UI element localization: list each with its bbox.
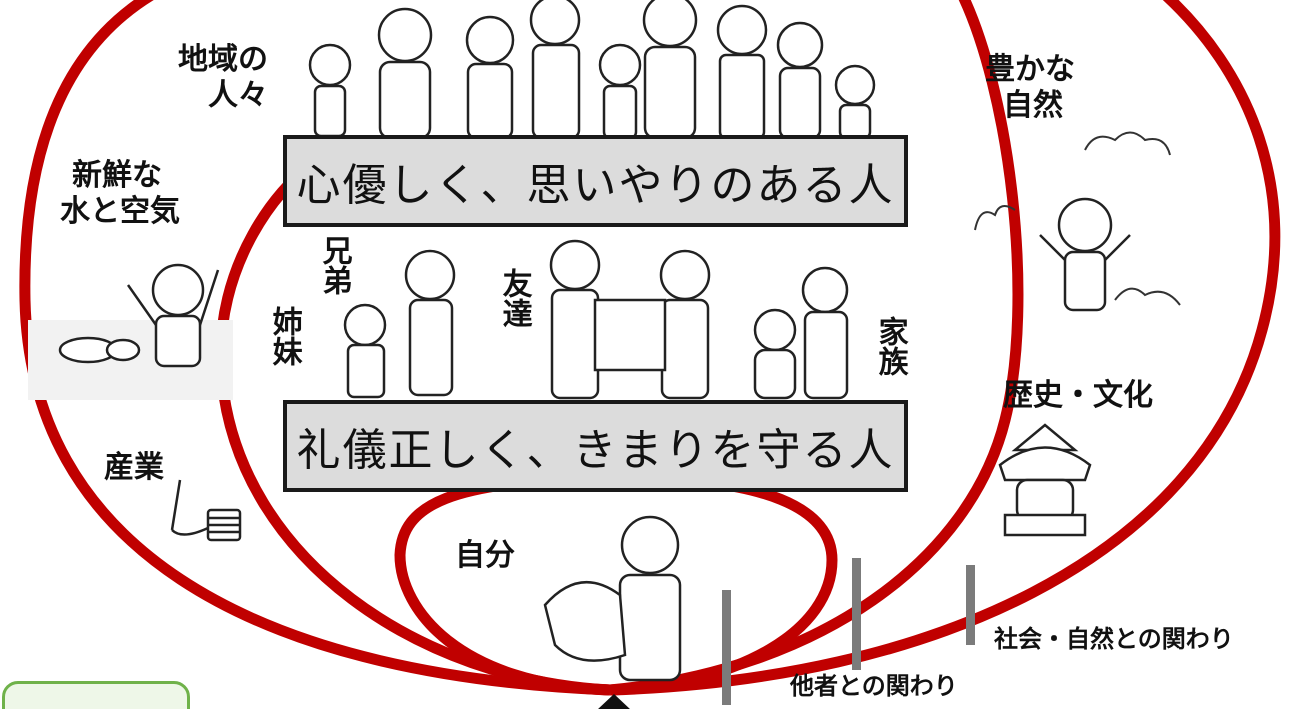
water-child-icon	[28, 263, 233, 400]
self-child-icon	[543, 515, 682, 682]
family-icon	[753, 266, 849, 400]
samurai-helmet-illustration	[985, 420, 1105, 540]
green-tab[interactable]	[2, 681, 190, 709]
label-scale-others: 他者との関わり	[790, 672, 958, 700]
label-community-line1: 地域の	[178, 42, 268, 77]
marker-society-nature	[966, 565, 975, 645]
label-scale-society-nature: 社会・自然との関わり	[994, 625, 1234, 653]
siblings-illustration	[320, 245, 470, 400]
tree-child-icon	[974, 131, 1181, 312]
label-family: 家族	[872, 316, 908, 376]
label-nature: 豊かな 自然	[985, 52, 1075, 124]
label-water-air: 新鮮な 水と空気	[60, 158, 180, 230]
label-community-line2: 人々	[208, 78, 268, 113]
helmet-icon	[998, 423, 1092, 537]
friends-illustration	[530, 235, 730, 400]
up-arrow-icon	[597, 694, 631, 709]
label-self: 自分	[455, 538, 515, 573]
child-water-illustration	[28, 250, 233, 400]
siblings-icon	[343, 249, 456, 399]
people-group-icon	[308, 0, 876, 140]
friends-icon	[549, 239, 711, 400]
label-nature-line2: 自然	[1003, 88, 1063, 123]
people-group-illustration	[290, 0, 890, 140]
self-illustration	[540, 505, 720, 685]
sewing-illustration	[160, 475, 250, 550]
label-community: 地域の 人々	[160, 42, 268, 114]
label-nature-line1: 豊かな	[985, 52, 1075, 87]
marker-others	[852, 558, 861, 670]
marker-others-self	[722, 590, 731, 705]
label-history-culture: 歴史・文化	[1003, 378, 1153, 413]
family-illustration	[745, 260, 865, 400]
label-brothers: 兄弟	[316, 235, 352, 295]
top-banner: 心優しく、思いやりのある人	[283, 135, 908, 227]
ring-others	[215, 0, 1024, 696]
thread-spool-icon	[170, 479, 242, 542]
label-sisters: 姉妹	[266, 306, 302, 366]
middle-banner: 礼儀正しく、きまりを守る人	[283, 400, 908, 492]
label-industry: 産業	[104, 450, 164, 485]
label-friends: 友達	[496, 268, 532, 328]
label-water-air-line1: 新鮮な	[72, 158, 162, 193]
label-water-air-line2: 水と空気	[60, 194, 180, 229]
child-nature-illustration	[965, 110, 1195, 315]
